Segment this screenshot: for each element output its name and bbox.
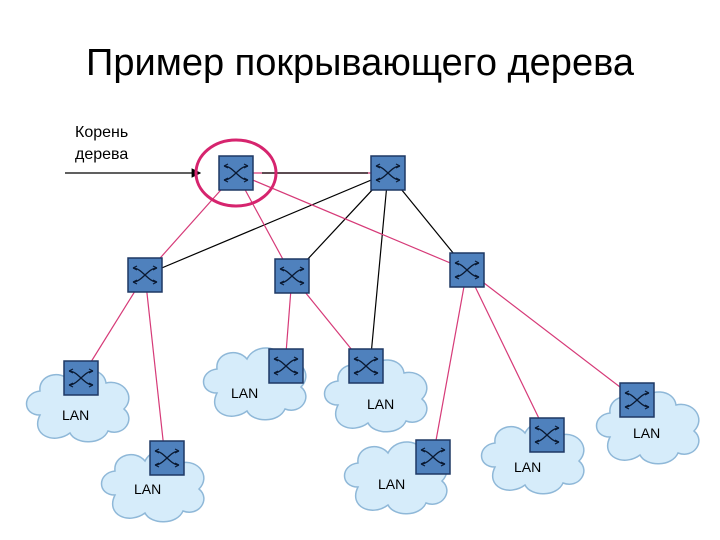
lan-label: LAN xyxy=(633,425,660,441)
switch-icon xyxy=(619,382,655,418)
tree-link-l3-to-lan7 xyxy=(466,269,638,401)
switch-icon xyxy=(127,257,163,293)
switch-icon xyxy=(529,417,565,453)
lan-label: LAN xyxy=(134,481,161,497)
lan-label: LAN xyxy=(62,407,89,423)
switch-icon xyxy=(449,252,485,288)
link-top-right-to-lan-switch-4 xyxy=(369,172,389,367)
switch-icon xyxy=(63,360,99,396)
tree-link-l3-to-lan6 xyxy=(466,269,548,436)
switch-icon xyxy=(268,348,304,384)
switch-icon xyxy=(348,348,384,384)
switch-icon xyxy=(415,439,451,475)
lan-label: LAN xyxy=(367,396,394,412)
switch-icon xyxy=(274,258,310,294)
root-label-line2: дерева xyxy=(75,146,129,163)
lan-label: LAN xyxy=(231,385,258,401)
page-title: Пример покрывающего дерева xyxy=(86,42,634,84)
tree-link-l3-to-lan5 xyxy=(432,269,468,458)
switch-icon xyxy=(149,440,185,476)
link-top-right-to-switch-l1 xyxy=(144,172,389,276)
tree-link-root-to-l3 xyxy=(235,172,468,271)
switch-icon xyxy=(370,155,406,191)
root-label: Корень дерева xyxy=(75,122,128,166)
root-label-line1: Корень xyxy=(75,124,129,141)
lan-label: LAN xyxy=(514,459,541,475)
switch-icon xyxy=(218,155,254,191)
tree-link-l1-to-lan2 xyxy=(144,274,166,459)
lan-label: LAN xyxy=(378,476,405,492)
root-highlight-circle xyxy=(194,138,278,208)
